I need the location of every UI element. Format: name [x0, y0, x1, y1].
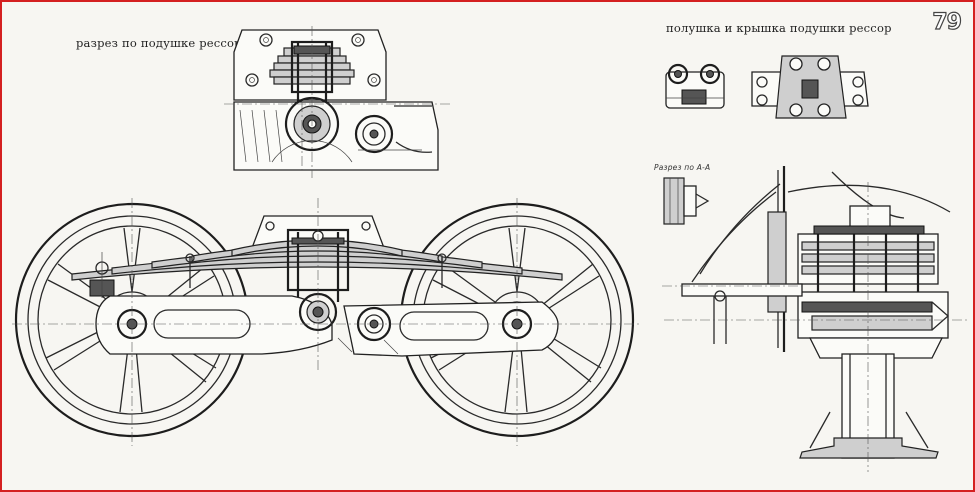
bogie-elevation-view	[12, 198, 642, 446]
equalising-beam	[95, 292, 559, 357]
caption-section-aa: Разрез по А-А	[654, 163, 711, 172]
caption-spring-seat-and-cover: полушка и крышка подушки рессор	[666, 21, 892, 35]
bogie-cross-section-view	[662, 166, 970, 472]
leaf-spring	[71, 228, 563, 302]
page-number: 79	[932, 9, 963, 35]
section-aa-detail	[663, 177, 710, 225]
spring-seat-section-view	[224, 26, 450, 178]
caption-spring-seat-section: разрез по подушке рессор	[76, 36, 242, 50]
spring-seat-part	[665, 63, 725, 109]
spring-seat-cover-part	[751, 55, 869, 119]
